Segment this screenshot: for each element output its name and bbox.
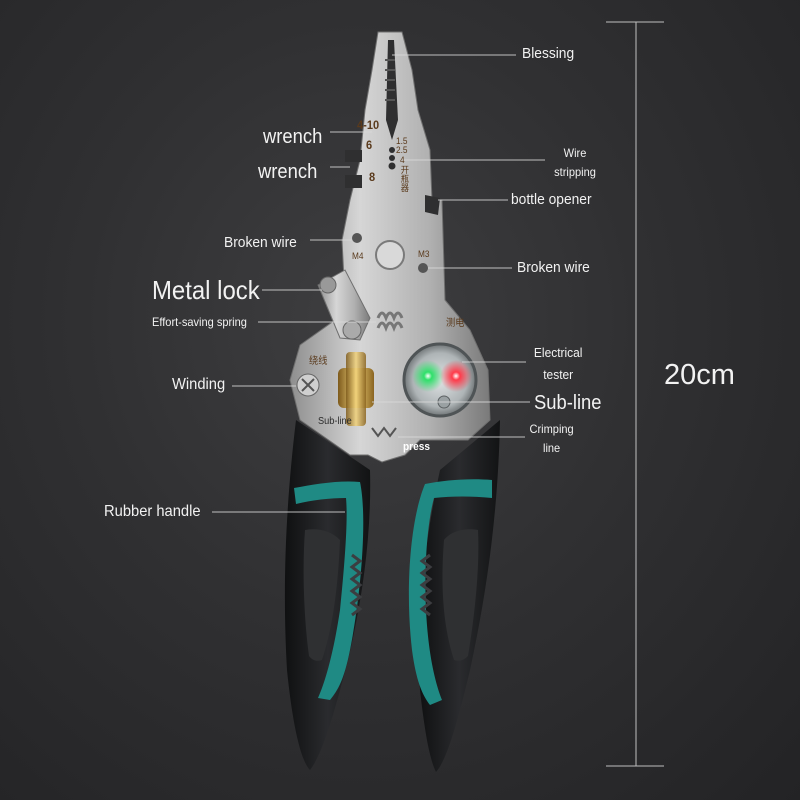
- steel-head: [289, 31, 491, 463]
- label-rubber-handle: Rubber handle: [104, 503, 201, 520]
- label-wrench-2: wrench: [258, 161, 318, 183]
- label-metal-lock: Metal lock: [152, 275, 260, 305]
- engraving-m4: M4: [352, 251, 364, 261]
- engraving-8: 8: [369, 170, 376, 184]
- engraving-m3: M3: [418, 249, 430, 259]
- engraving-bottle-opener-cn: 开瓶器: [399, 165, 410, 192]
- engraving-2-5: 2.5: [396, 145, 408, 155]
- label-broken-wire-right: Broken wire: [517, 259, 590, 276]
- label-effort-saving-spring: Effort-saving spring: [152, 315, 247, 329]
- engraving-4-10: 4-10: [357, 118, 380, 132]
- label-wire-stripping-2: stripping: [554, 165, 596, 179]
- label-blessing: Blessing: [522, 45, 575, 62]
- engraving-test-cn: 测电: [446, 318, 465, 329]
- rubber-handles: [284, 420, 500, 772]
- label-wire-stripping-1: Wire: [563, 146, 587, 160]
- label-crimping-line-2: line: [543, 441, 561, 455]
- leader-lines: [212, 21, 664, 767]
- engraving-4: 4: [400, 155, 405, 165]
- engraving-press: press: [403, 441, 431, 453]
- label-sub-line: Sub-line: [534, 392, 602, 414]
- label-bottle-opener: bottle opener: [511, 191, 592, 208]
- engraving-6: 6: [366, 138, 373, 152]
- label-wrench-1: wrench: [263, 126, 323, 148]
- label-crimping-line-1: Crimping: [529, 422, 574, 436]
- label-winding: Winding: [172, 376, 226, 393]
- label-electrical-tester-2: tester: [543, 367, 574, 382]
- engraving-sub-line: Sub-line: [318, 416, 352, 427]
- label-electrical-tester-1: Electrical: [533, 345, 583, 360]
- engraving-1-5: 1.5: [396, 136, 408, 146]
- dimension-length: 20cm: [664, 359, 735, 391]
- label-broken-wire-left: Broken wire: [224, 234, 297, 251]
- engraving-winding-cn: 绕线: [309, 356, 328, 367]
